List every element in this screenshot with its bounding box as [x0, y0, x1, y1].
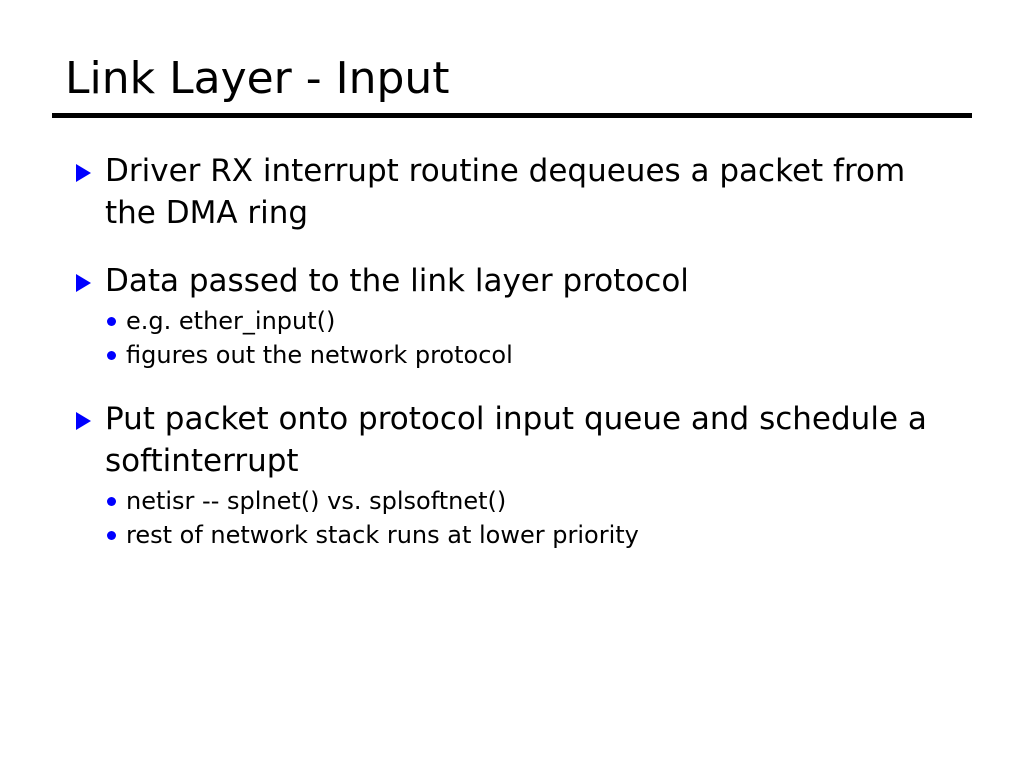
bullet-item: Put packet onto protocol input queue and… [0, 398, 1024, 482]
dot-icon [107, 531, 116, 540]
dot-icon [107, 351, 116, 360]
sub-bullet-text: rest of network stack runs at lower prio… [126, 521, 639, 549]
dot-icon [107, 497, 116, 506]
bullet-text: Driver RX interrupt routine dequeues a p… [105, 153, 906, 231]
slide-body: Driver RX interrupt routine dequeues a p… [0, 150, 1024, 552]
page-title: Link Layer - Input [65, 53, 450, 104]
triangle-right-icon [76, 274, 91, 292]
bullet-item: Driver RX interrupt routine dequeues a p… [0, 150, 1024, 234]
sub-bullet-text: figures out the network protocol [126, 341, 513, 369]
bullet-block: Put packet onto protocol input queue and… [0, 398, 1024, 552]
sub-bullet-item: figures out the network protocol [0, 338, 1024, 372]
bullet-text: Put packet onto protocol input queue and… [105, 401, 927, 479]
triangle-right-icon [76, 412, 91, 430]
bullet-block: Driver RX interrupt routine dequeues a p… [0, 150, 1024, 234]
sub-bullet-item: rest of network stack runs at lower prio… [0, 518, 1024, 552]
sub-bullet-text: e.g. ether_input() [126, 307, 336, 335]
bullet-item: Data passed to the link layer protocol [0, 260, 1024, 302]
sub-bullet-item: e.g. ether_input() [0, 304, 1024, 338]
bullet-block: Data passed to the link layer protocol e… [0, 260, 1024, 372]
sub-bullet-list: e.g. ether_input() figures out the netwo… [0, 304, 1024, 372]
dot-icon [107, 317, 116, 326]
bullet-text: Data passed to the link layer protocol [105, 263, 689, 299]
sub-bullet-list: netisr -- splnet() vs. splsoftnet() rest… [0, 484, 1024, 552]
sub-bullet-item: netisr -- splnet() vs. splsoftnet() [0, 484, 1024, 518]
sub-bullet-text: netisr -- splnet() vs. splsoftnet() [126, 487, 507, 515]
triangle-right-icon [76, 164, 91, 182]
title-underline-rule [52, 113, 972, 118]
